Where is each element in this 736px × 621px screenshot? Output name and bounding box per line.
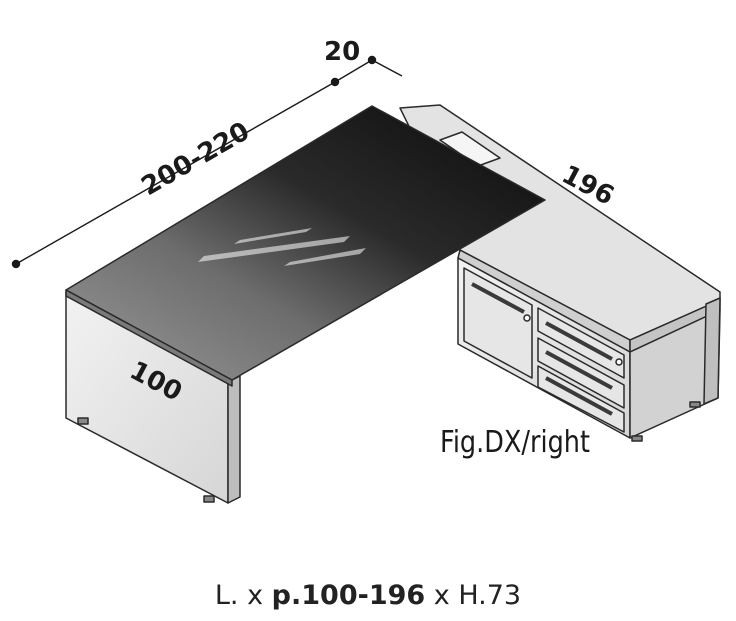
figure-label: Fig.DX/right <box>440 425 590 460</box>
foot <box>631 435 643 442</box>
caption-suffix: x H.73 <box>425 580 522 611</box>
main-desk <box>65 105 546 504</box>
dimension-lines <box>11 55 403 269</box>
caption-prefix: L. x <box>214 580 272 611</box>
glass-reflection <box>198 228 366 266</box>
door-handle <box>471 282 525 314</box>
dim-label-return-depth: 20 <box>324 37 360 67</box>
desk-leg-panel-side <box>227 375 241 504</box>
dim-endpoint-dot <box>11 259 21 269</box>
door-lock-icon <box>523 314 531 322</box>
foot <box>689 401 701 408</box>
return-door <box>463 267 533 379</box>
drawer-lock-icon <box>615 358 623 366</box>
dim-line-return-depth-ext <box>371 59 403 77</box>
dim-endpoint-dot <box>367 55 377 65</box>
drawer-handle <box>545 350 613 390</box>
foot <box>77 417 89 425</box>
return-frame-leg <box>703 297 721 405</box>
return-unit <box>399 104 721 442</box>
dim-line-desk-length <box>15 81 336 265</box>
dimensions-caption: L. x p.100-196 x H.73 <box>0 580 736 611</box>
glass-top-edge <box>65 289 233 387</box>
desk-drawing: 20 200-220 196 100 Fig.DX/right <box>11 37 721 504</box>
drawer-handle <box>545 376 613 416</box>
foot <box>203 495 215 503</box>
dim-line-return-depth <box>334 59 373 83</box>
drawer-handle <box>545 321 613 361</box>
caption-depth: p.100-196 <box>271 580 426 611</box>
